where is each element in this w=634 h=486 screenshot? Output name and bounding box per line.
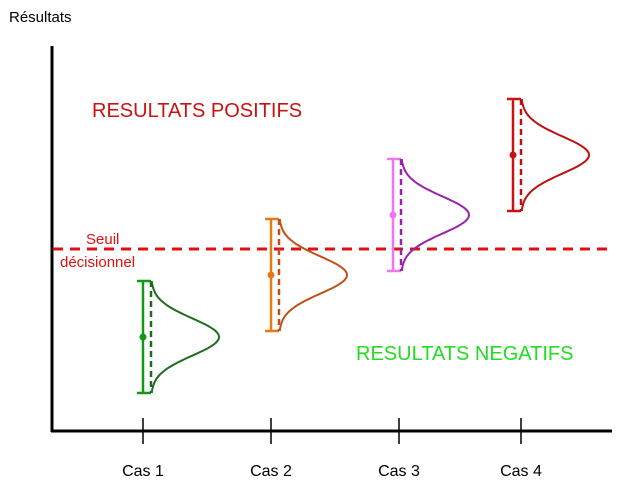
y-axis-label: Résultats [9, 9, 72, 26]
distribution-curve [520, 98, 591, 212]
threshold-label-line2: décisionnel [60, 254, 135, 271]
distribution-curve [278, 218, 349, 332]
case-2-distribution: Cas 2 [250, 217, 349, 480]
threshold-label-line1: Seuil [86, 231, 119, 248]
mean-dot [509, 151, 517, 159]
mean-dot [389, 211, 397, 219]
case-label: Cas 3 [378, 463, 420, 480]
negative-results-label: RESULTATS NEGATIFS [356, 343, 573, 365]
case-label: Cas 1 [122, 463, 164, 480]
case-label: Cas 4 [500, 463, 542, 480]
case-1-distribution: Cas 1 [122, 279, 221, 480]
case-4-distribution: Cas 4 [500, 97, 591, 480]
mean-dot [267, 271, 275, 279]
distribution-curve [150, 280, 221, 394]
distribution-curve [400, 158, 471, 272]
case-label: Cas 2 [250, 463, 292, 480]
case-3-distribution: Cas 3 [378, 157, 471, 480]
positive-results-label: RESULTATS POSITIFS [92, 100, 302, 122]
mean-dot [139, 333, 147, 341]
